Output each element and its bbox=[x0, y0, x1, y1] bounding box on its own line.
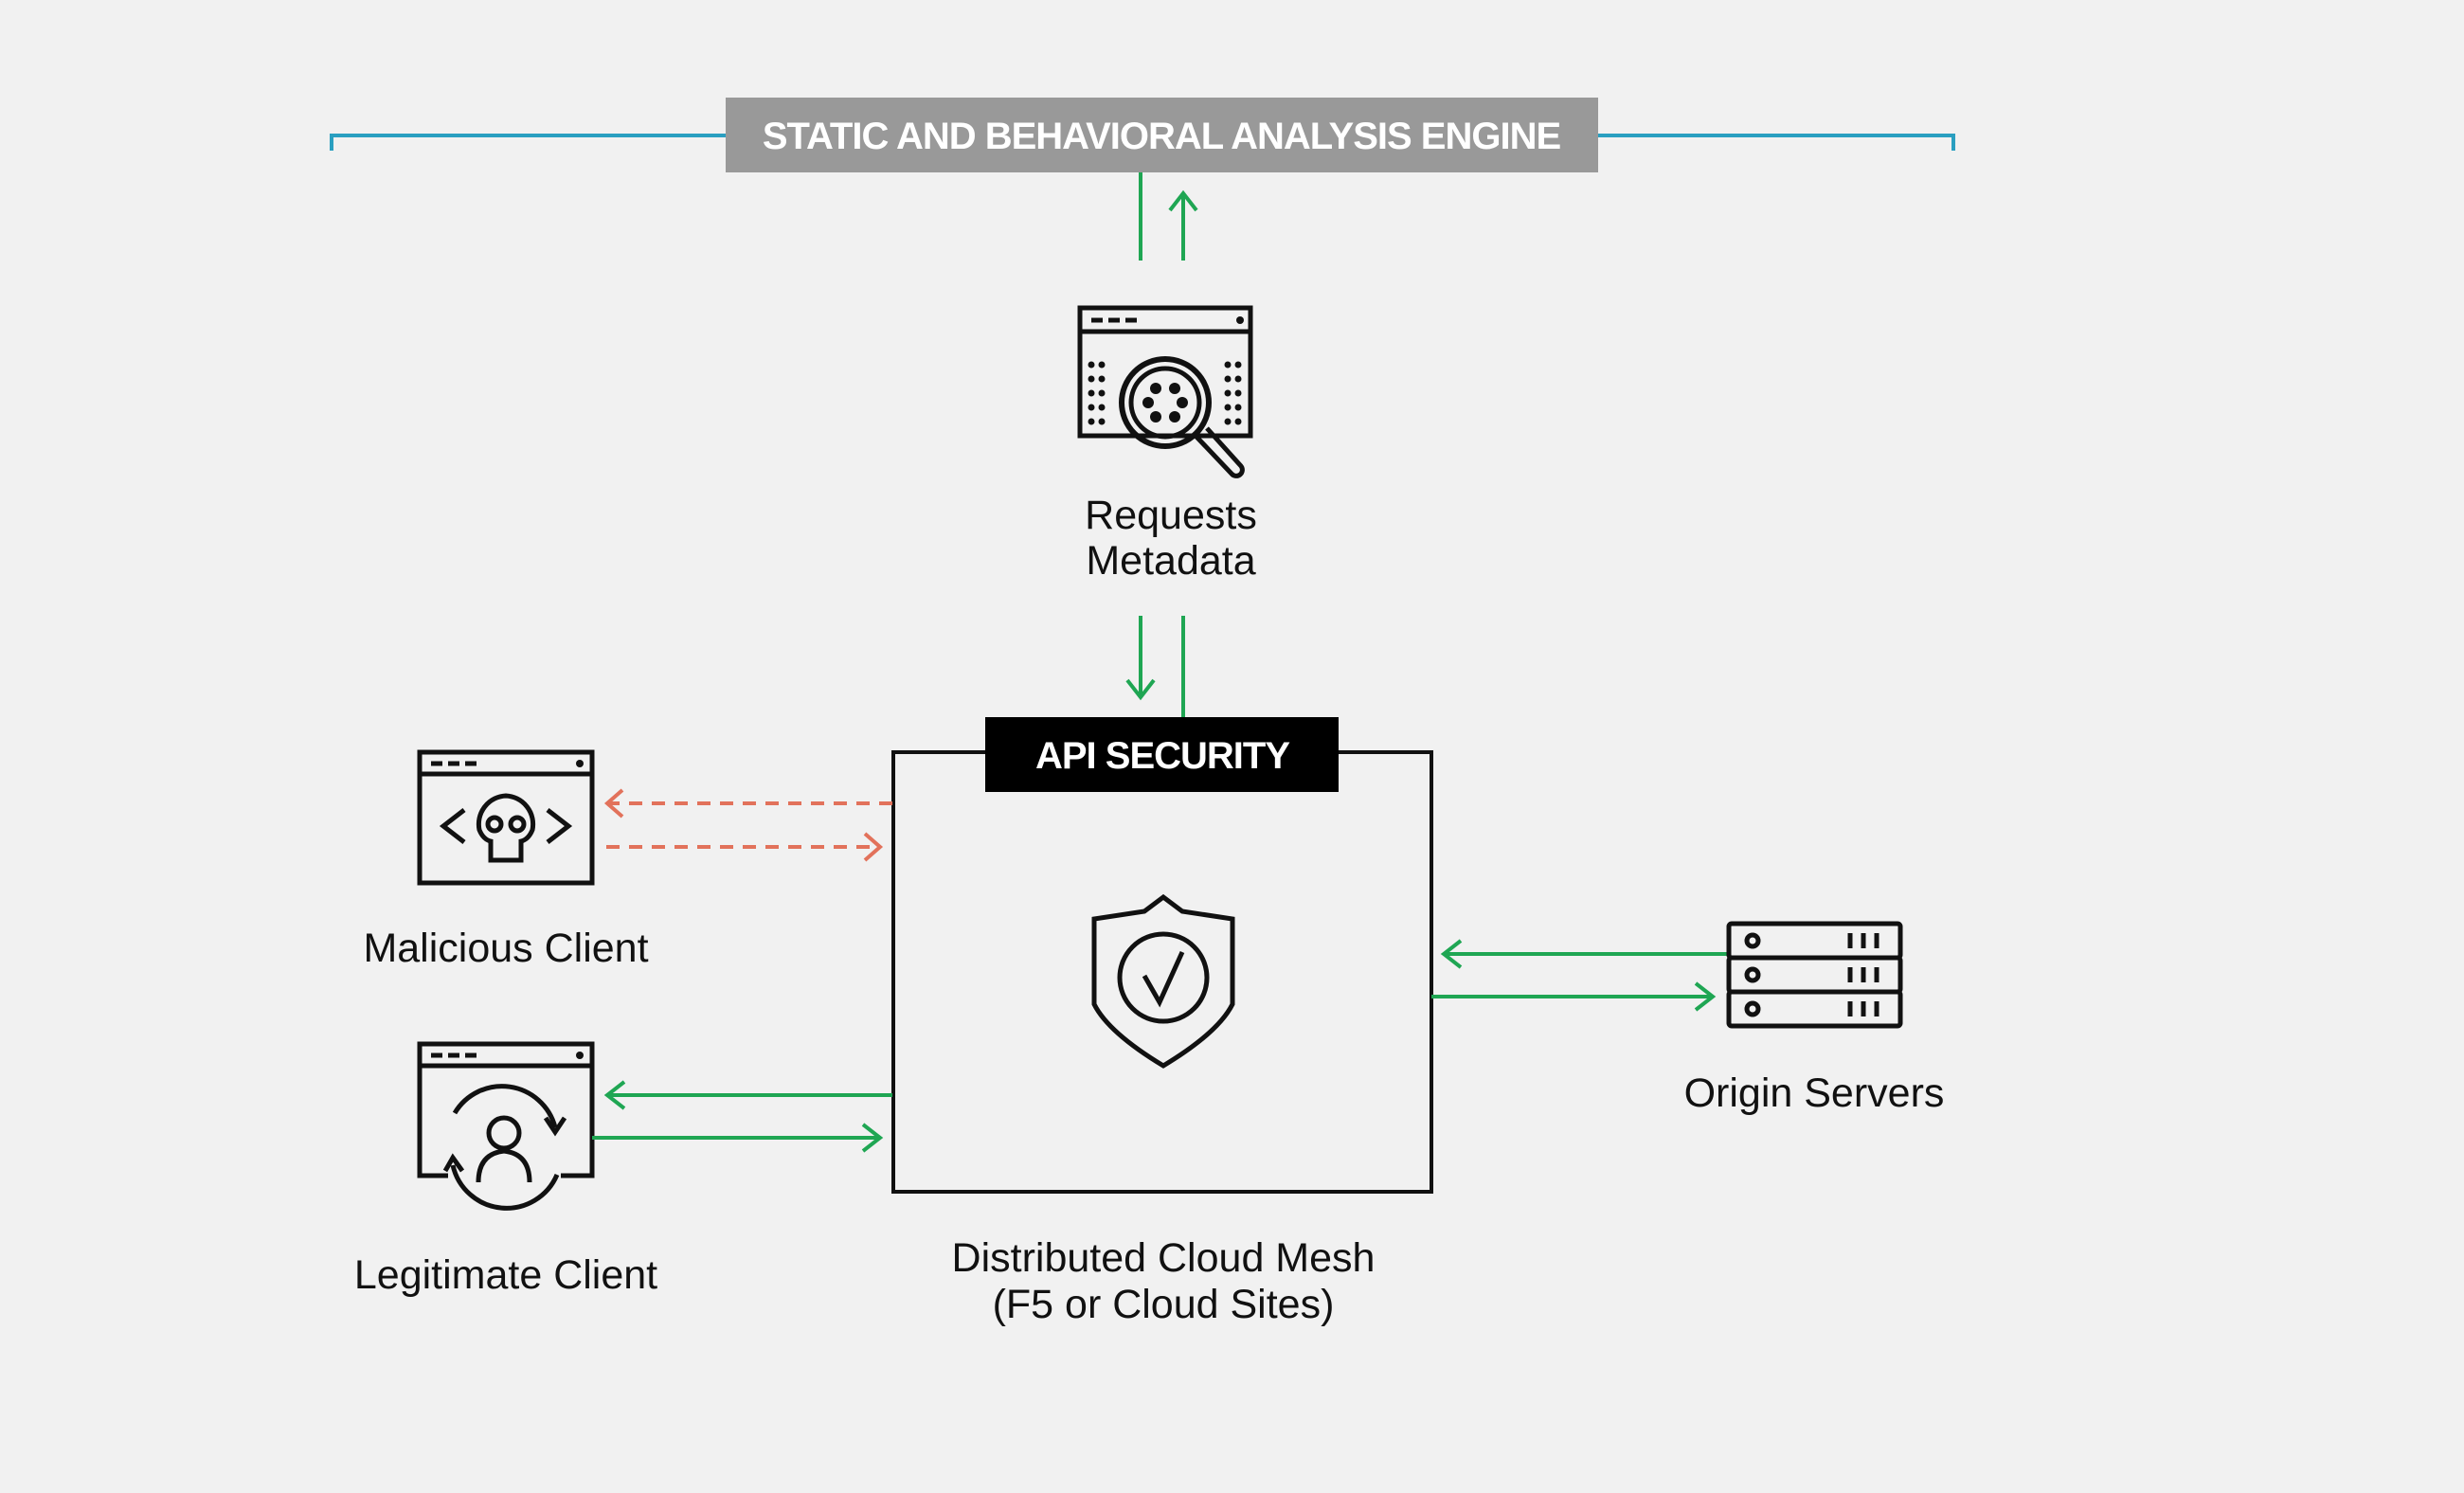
metadata-label-line2: Metadata bbox=[1086, 538, 1255, 584]
mesh-label-line1: Distributed Cloud Mesh bbox=[952, 1235, 1376, 1281]
shield-check-icon bbox=[1091, 893, 1235, 1069]
malicious-flow-arrows bbox=[603, 788, 892, 862]
engine-metadata-arrows bbox=[1139, 172, 1198, 261]
origin-flow-arrows bbox=[1431, 939, 1729, 1012]
server-stack-icon bbox=[1726, 921, 1903, 1029]
mesh-label-line2: (F5 or Cloud Sites) bbox=[993, 1282, 1335, 1327]
api-security-badge: API SECURITY bbox=[985, 717, 1339, 792]
analysis-engine-label: STATIC AND BEHAVIORAL ANALYSIS ENGINE bbox=[763, 116, 1561, 157]
origin-servers-label: Origin Servers bbox=[1684, 1070, 1945, 1116]
metadata-api-arrows bbox=[1125, 616, 1185, 717]
api-security-label: API SECURITY bbox=[1035, 735, 1290, 777]
malicious-client-label: Malicious Client bbox=[363, 926, 648, 971]
legitimate-flow-arrows bbox=[592, 1080, 892, 1153]
metadata-label-line1: Requests bbox=[1085, 493, 1257, 538]
browser-user-icon bbox=[417, 1041, 595, 1211]
browser-magnifier-icon bbox=[1077, 305, 1253, 478]
legitimate-client-label: Legitimate Client bbox=[354, 1252, 657, 1298]
cloud-mesh-box bbox=[891, 750, 1433, 1194]
analysis-engine-box: STATIC AND BEHAVIORAL ANALYSIS ENGINE bbox=[726, 98, 1598, 172]
browser-skull-icon bbox=[417, 749, 595, 886]
